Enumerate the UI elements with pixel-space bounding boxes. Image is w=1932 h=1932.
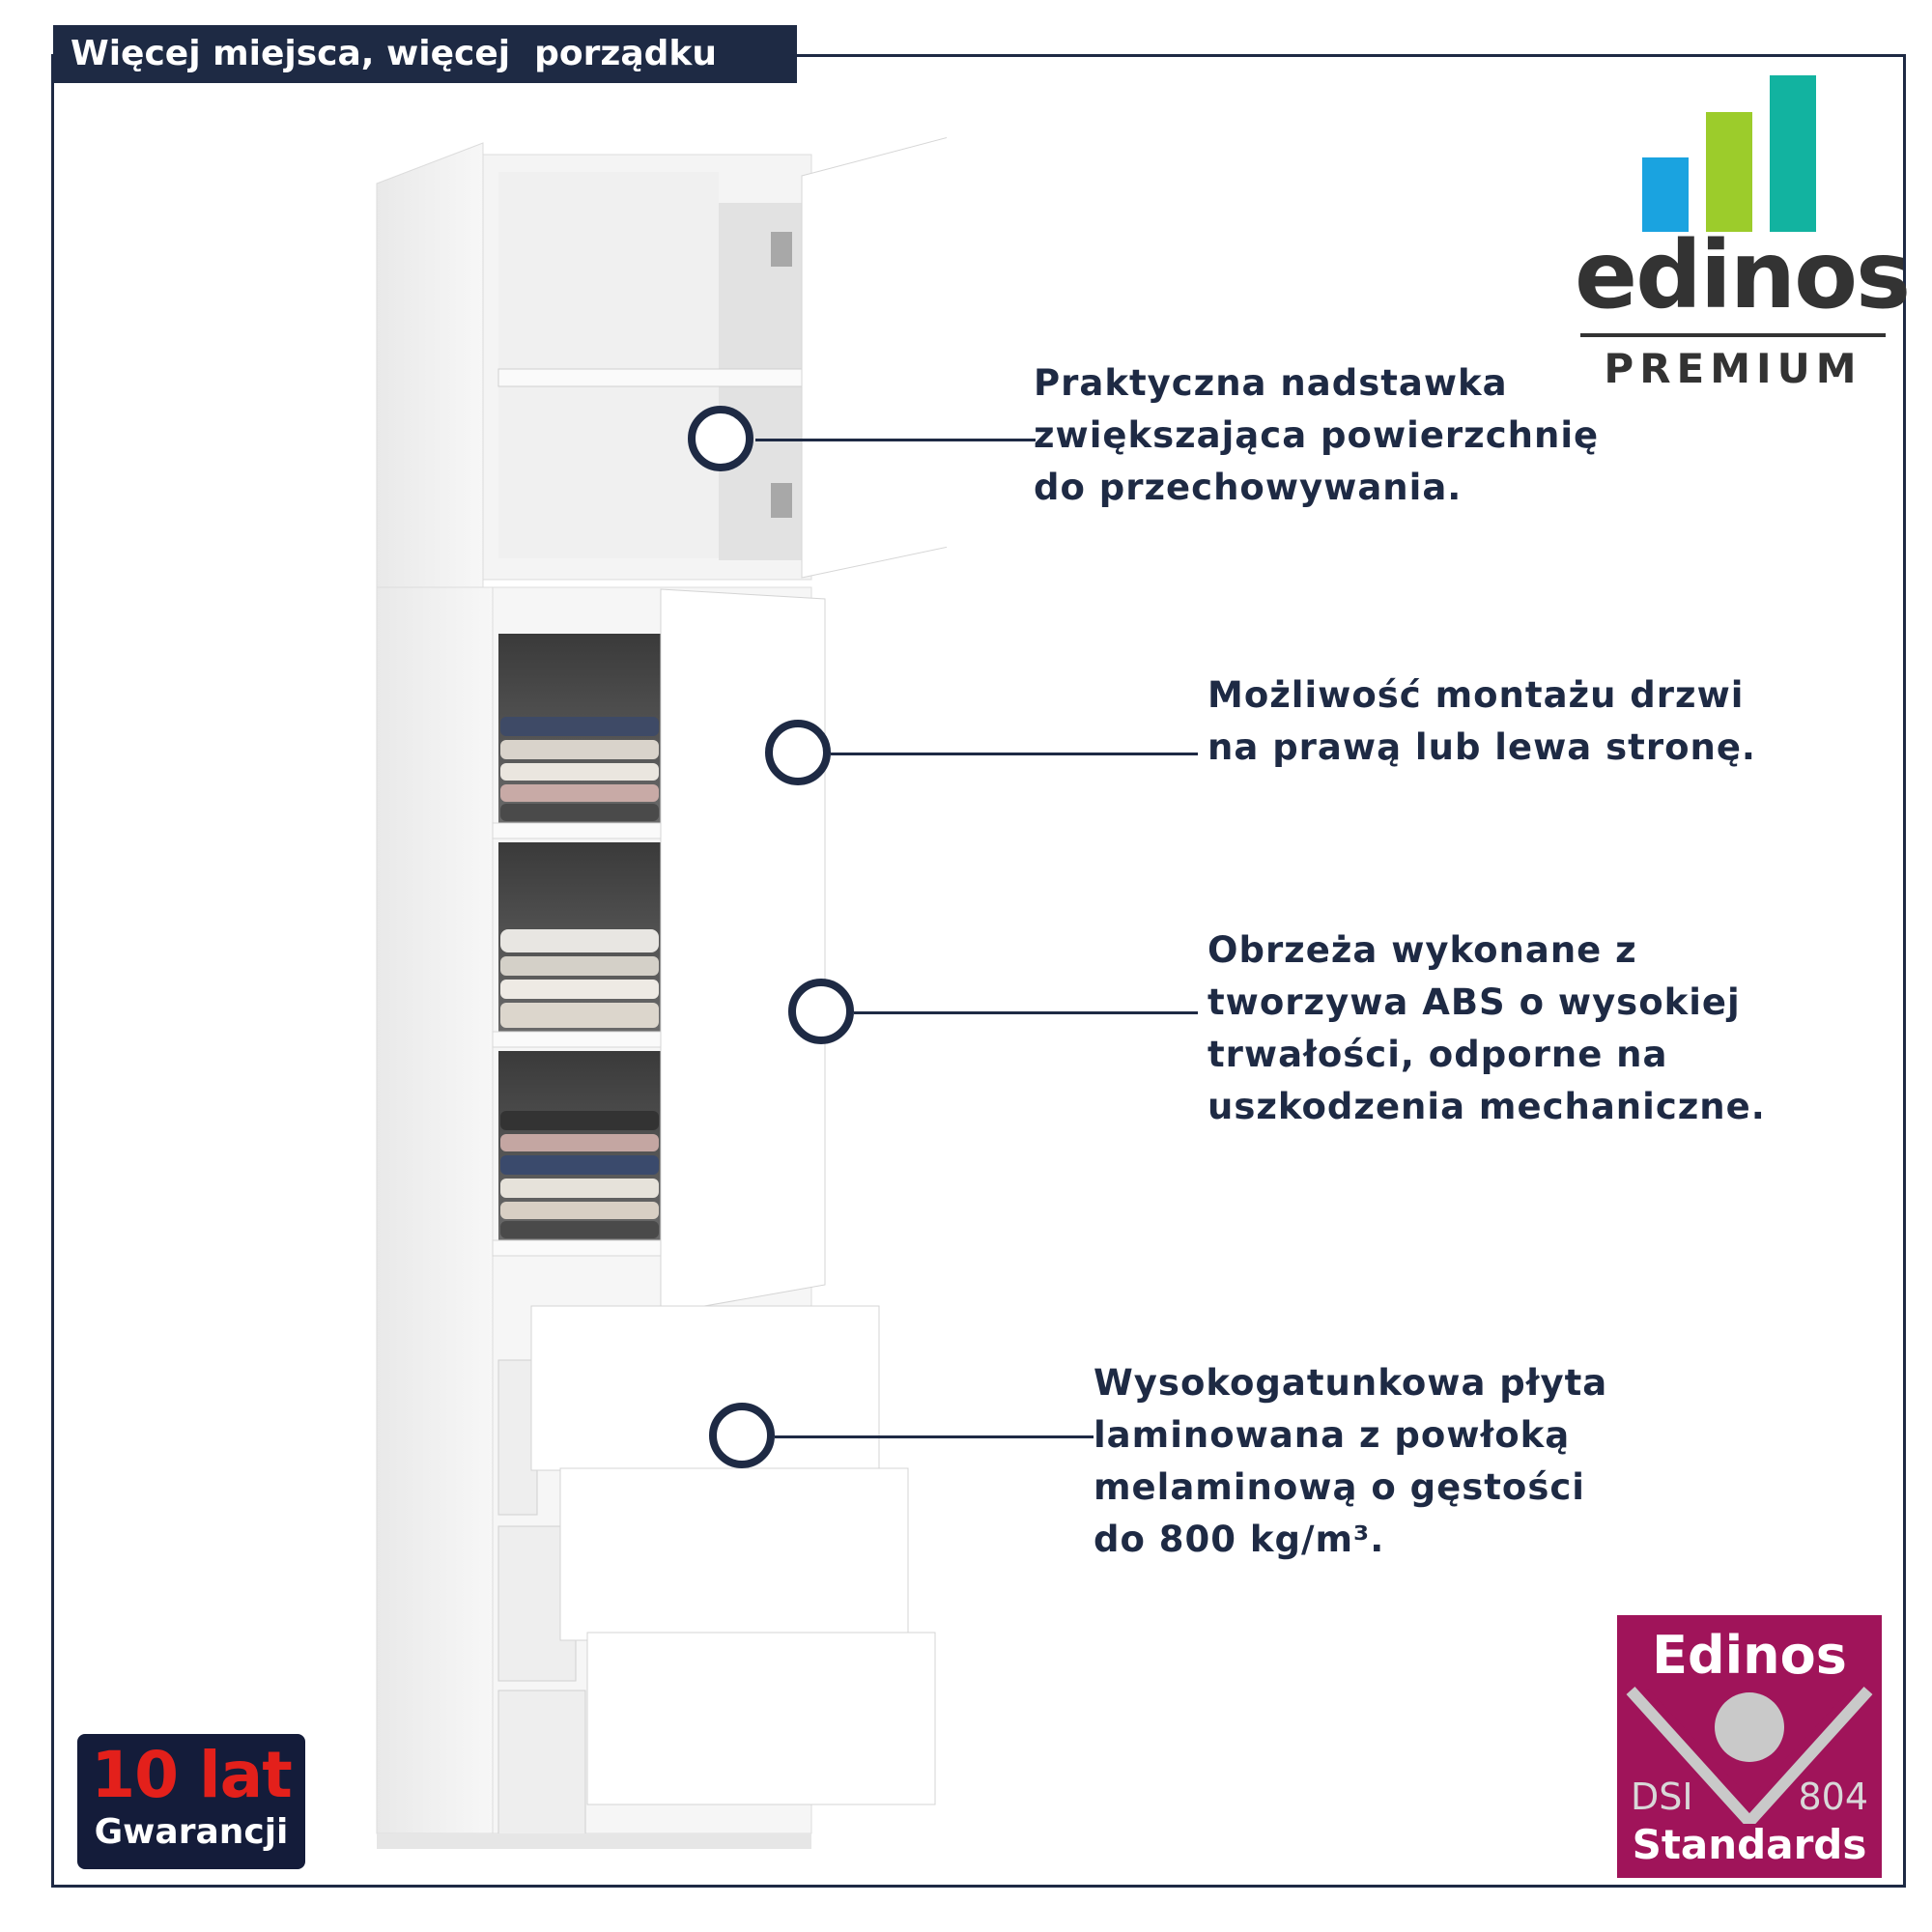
page-title: Więcej miejsca, więcej porządku <box>53 25 797 83</box>
warranty-label: Gwarancji <box>94 1812 289 1852</box>
callout-marker-4 <box>709 1403 775 1468</box>
callout-marker-3 <box>788 979 854 1044</box>
leader-line-4 <box>775 1435 1094 1438</box>
standards-code-left: DSI <box>1631 1776 1693 1818</box>
callout-marker-2 <box>765 720 831 785</box>
standards-code-right: 804 <box>1798 1776 1868 1818</box>
logo-bar-1 <box>1642 157 1689 232</box>
standards-badge: Edinos DSI 804 Standards <box>1617 1615 1882 1878</box>
feature-text-4: Wysokogatunkowa płyta laminowana z powło… <box>1094 1362 1608 1560</box>
warranty-badge: 10 lat Gwarancji <box>77 1734 305 1869</box>
standards-seal-icon <box>1626 1686 1873 1824</box>
standards-label: Standards <box>1632 1821 1867 1868</box>
cabinet-illustration <box>376 137 947 1849</box>
logo-bar-3 <box>1770 75 1816 232</box>
logo-wordmark: edinos <box>1575 221 1911 329</box>
folded-clothes <box>500 717 659 1238</box>
feature-text-3: Obrzeża wykonane z tworzywa ABS o wysoki… <box>1208 929 1766 1127</box>
logo-divider <box>1580 333 1886 337</box>
feature-text-1: Praktyczna nadstawka zwiększająca powier… <box>1034 362 1600 508</box>
standards-brand: Edinos <box>1652 1625 1847 1686</box>
feature-text-2: Możliwość montażu drzwi na prawą lub lew… <box>1208 674 1756 768</box>
edinos-logo-bars-icon <box>1642 75 1816 232</box>
callout-marker-1 <box>688 406 753 471</box>
leader-line-3 <box>854 1011 1198 1014</box>
warranty-years: 10 lat <box>91 1738 293 1812</box>
logo-tagline: PREMIUM <box>1604 345 1862 392</box>
content-frame <box>51 54 1906 1888</box>
leader-line-1 <box>755 439 1036 441</box>
logo-bar-2 <box>1706 112 1752 232</box>
leader-line-2 <box>831 753 1198 755</box>
